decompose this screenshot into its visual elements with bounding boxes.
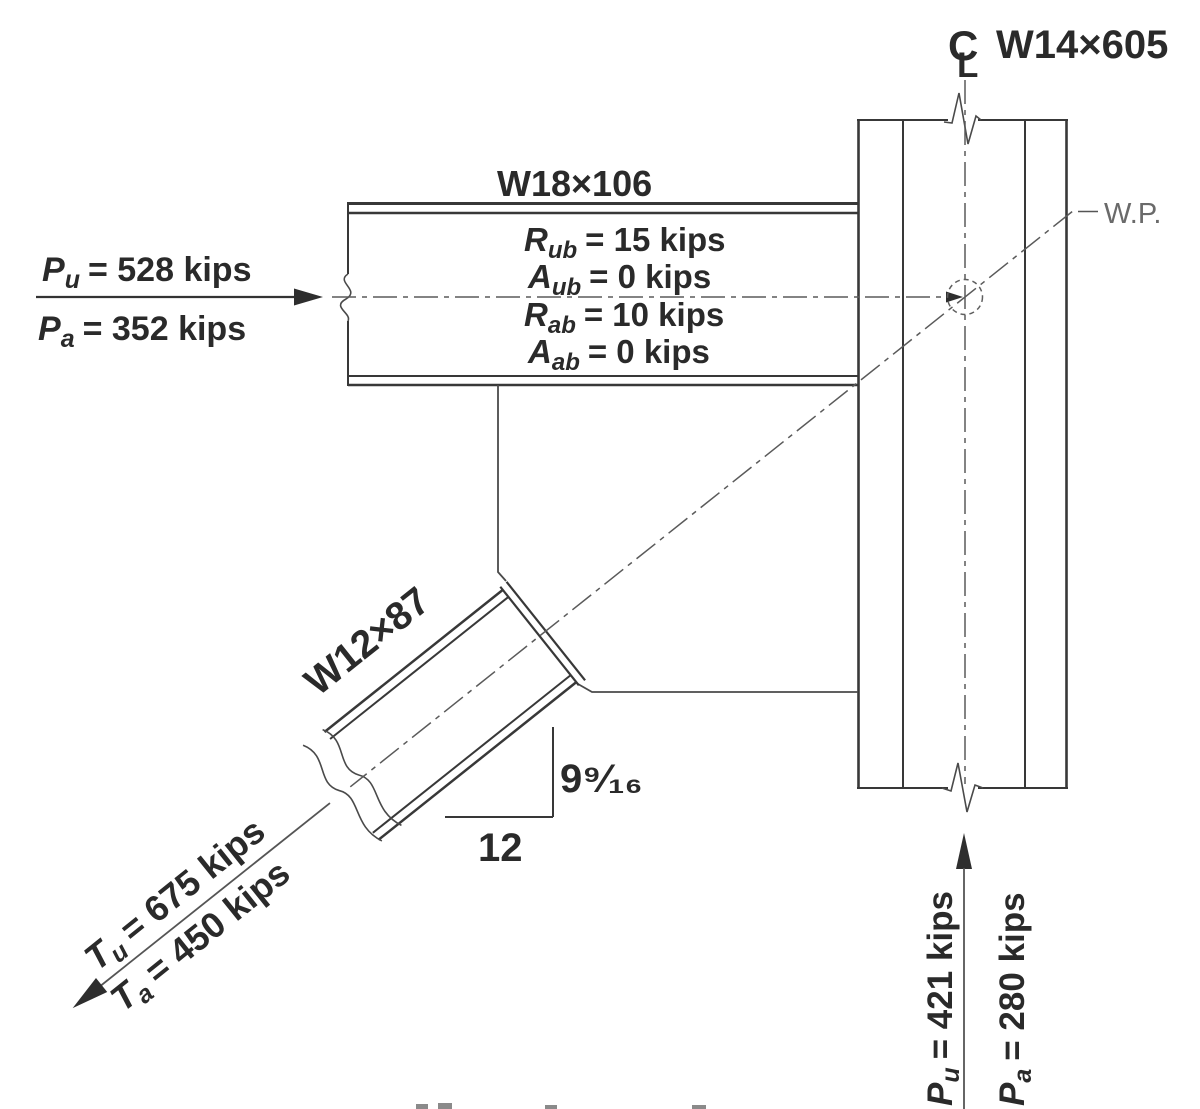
beam-axial-arrow — [36, 288, 323, 306]
slope-triangle — [445, 727, 554, 818]
slope-run-label: 12 — [478, 826, 523, 870]
beam-end-break — [339, 273, 352, 322]
column-axial-asd: Pa= 280 kips — [993, 892, 1037, 1106]
brace-end-cut — [499, 586, 580, 686]
beam-axial-asd: Pa= 352 kips — [38, 310, 246, 353]
beam-outline — [332, 202, 963, 387]
beam-load-rub: Rub= 15 kips — [524, 221, 726, 264]
brace-size-label: W12×87 — [297, 579, 438, 704]
column-outline — [857, 80, 1068, 813]
beam-centerline-tick — [946, 291, 963, 303]
column-centerline-symbol-l: L — [957, 46, 978, 85]
work-point-label: W.P. — [1104, 198, 1162, 230]
brace-load-arrow — [72, 977, 108, 1009]
brace-outline — [72, 211, 1073, 1009]
column-axial-arrow — [956, 833, 972, 1109]
column-axial-lrfd: Pu= 421 kips — [921, 891, 965, 1106]
column-bottom-break — [941, 762, 984, 813]
beam-load-rab: Rab= 10 kips — [524, 296, 724, 339]
brace-break-2 — [302, 744, 383, 842]
cropped-caption-fragment — [416, 1103, 706, 1109]
beam-axial-lrfd: Pu= 528 kips — [42, 251, 251, 294]
gusset-plate — [497, 385, 858, 693]
beam-load-aab: Aab= 0 kips — [527, 333, 710, 376]
brace-load-line — [97, 802, 331, 989]
work-point-circle — [946, 278, 984, 316]
slope-rise-label: 9⁹⁄₁₆ — [560, 757, 643, 801]
brace-centerline — [349, 211, 1073, 788]
beam-load-aub: Aub= 0 kips — [527, 258, 711, 301]
brace-break-1 — [322, 728, 402, 827]
column-top-break — [943, 92, 982, 145]
column-size-label: W14×605 — [996, 23, 1168, 67]
beam-size-label: W18×106 — [497, 163, 652, 204]
column-centerline-symbol-c: C — [948, 22, 978, 69]
